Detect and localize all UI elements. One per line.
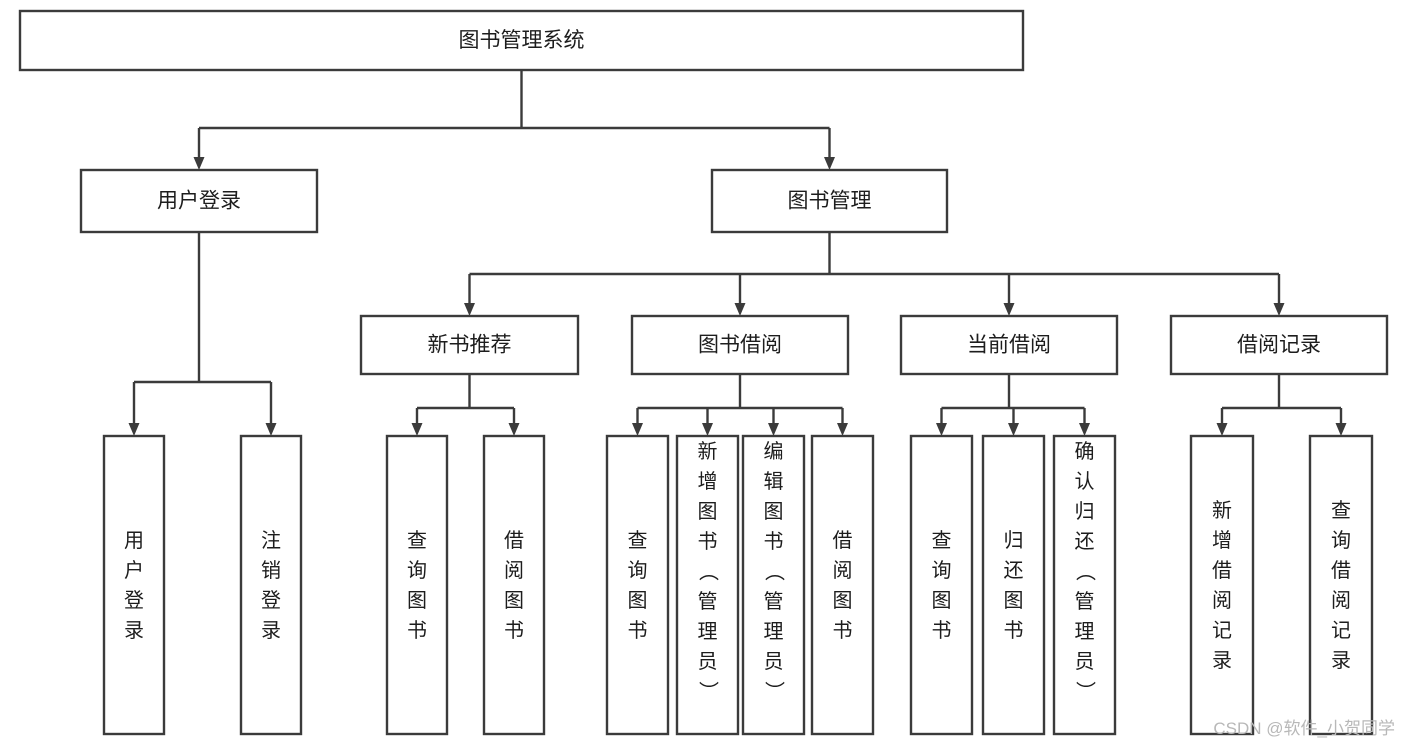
node-box-new-book-recommend[interactable] [359, 314, 580, 376]
nodes-layer: 图书管理系统用户登录图书管理新书推荐图书借阅当前借阅借阅记录用户登录注销登录查询… [18, 9, 1389, 736]
node-box-leaf-borrow-book-recommend[interactable] [482, 434, 546, 736]
node-current-borrow[interactable]: 当前借阅 [899, 314, 1119, 376]
node-label-leaf-query-book-recommend: 查询图书 [407, 529, 427, 642]
node-leaf-query-book-current[interactable]: 查询图书 [909, 434, 974, 736]
node-leaf-query-book-borrow[interactable]: 查询图书 [605, 434, 670, 736]
arrow-head-icon [1335, 423, 1347, 436]
connectors-layer [128, 70, 1347, 436]
arrow-head-icon [702, 423, 713, 436]
node-new-book-recommend[interactable]: 新书推荐 [359, 314, 580, 376]
arrow-head-icon [265, 423, 277, 436]
arrow-head-icon [734, 303, 746, 316]
node-box-root[interactable] [18, 9, 1025, 72]
node-leaf-query-book-recommend[interactable]: 查询图书 [385, 434, 449, 736]
arrow-head-icon [508, 423, 520, 436]
node-label-book-management: 图书管理 [788, 190, 872, 213]
node-user-login[interactable]: 用户登录 [79, 168, 319, 234]
node-book-management[interactable]: 图书管理 [710, 168, 949, 234]
csdn-watermark: CSDN @软件_小贺同学 [1213, 719, 1395, 738]
node-label-leaf-add-borrow-record: 新增借阅记录 [1212, 499, 1232, 672]
node-leaf-borrow-book-borrow[interactable]: 借阅图书 [810, 434, 875, 736]
arrow-head-icon [193, 157, 205, 170]
node-box-leaf-query-book-recommend[interactable] [385, 434, 449, 736]
node-box-borrow-record[interactable] [1169, 314, 1389, 376]
node-label-new-book-recommend: 新书推荐 [428, 334, 512, 357]
node-label-book-borrow: 图书借阅 [698, 334, 782, 357]
node-book-borrow[interactable]: 图书借阅 [630, 314, 850, 376]
node-leaf-logout[interactable]: 注销登录 [239, 434, 303, 736]
node-leaf-add-book-admin[interactable]: 新增图书（管理员） [675, 434, 740, 736]
arrow-head-icon [837, 423, 848, 436]
node-leaf-add-borrow-record[interactable]: 新增借阅记录 [1189, 434, 1255, 736]
node-box-leaf-query-borrow-record[interactable] [1308, 434, 1374, 736]
node-borrow-record[interactable]: 借阅记录 [1169, 314, 1389, 376]
node-label-leaf-query-book-current: 查询图书 [932, 529, 952, 642]
node-label-leaf-user-login: 用户登录 [124, 530, 144, 642]
node-label-leaf-query-borrow-record: 查询借阅记录 [1331, 499, 1351, 672]
node-leaf-query-borrow-record[interactable]: 查询借阅记录 [1308, 434, 1374, 736]
node-label-leaf-confirm-return-admin: 确认归还（管理员） [1075, 440, 1096, 703]
arrow-head-icon [1216, 423, 1228, 436]
node-box-book-management[interactable] [710, 168, 949, 234]
node-label-leaf-logout: 注销登录 [261, 529, 281, 642]
node-box-leaf-query-book-borrow[interactable] [605, 434, 670, 736]
node-box-leaf-add-book-admin[interactable] [675, 434, 740, 736]
node-leaf-user-login[interactable]: 用户登录 [102, 434, 166, 736]
arrow-head-icon [1003, 303, 1015, 316]
node-leaf-return-book[interactable]: 归还图书 [981, 434, 1046, 736]
node-label-leaf-borrow-book-borrow: 借阅图书 [833, 529, 853, 642]
arrow-head-icon [128, 423, 140, 436]
node-box-leaf-return-book[interactable] [981, 434, 1046, 736]
node-box-leaf-edit-book-admin[interactable] [741, 434, 806, 736]
node-label-leaf-borrow-book-recommend: 借阅图书 [504, 529, 524, 642]
node-box-leaf-logout[interactable] [239, 434, 303, 736]
node-label-user-login: 用户登录 [157, 190, 241, 213]
node-root[interactable]: 图书管理系统 [18, 9, 1025, 72]
node-box-user-login[interactable] [79, 168, 319, 234]
node-leaf-borrow-book-recommend[interactable]: 借阅图书 [482, 434, 546, 736]
node-label-current-borrow: 当前借阅 [967, 334, 1051, 357]
node-label-leaf-add-book-admin: 新增图书（管理员） [698, 440, 719, 703]
node-leaf-confirm-return-admin[interactable]: 确认归还（管理员） [1052, 434, 1117, 736]
arrow-head-icon [632, 423, 643, 436]
arrow-head-icon [464, 303, 475, 316]
node-label-borrow-record: 借阅记录 [1237, 334, 1321, 357]
node-box-leaf-query-book-current[interactable] [909, 434, 974, 736]
node-label-leaf-edit-book-admin: 编辑图书（管理员） [764, 440, 785, 703]
node-leaf-edit-book-admin[interactable]: 编辑图书（管理员） [741, 434, 806, 736]
node-label-leaf-query-book-borrow: 查询图书 [628, 529, 648, 642]
arrow-head-icon [768, 423, 779, 436]
arrow-head-icon [411, 423, 423, 436]
arrow-head-icon [936, 423, 947, 436]
node-label-leaf-return-book: 归还图书 [1004, 529, 1024, 642]
node-box-leaf-user-login[interactable] [102, 434, 166, 736]
arrow-head-icon [1008, 423, 1019, 436]
node-box-book-borrow[interactable] [630, 314, 850, 376]
arrow-head-icon [824, 157, 835, 170]
node-label-root: 图书管理系统 [459, 29, 585, 52]
node-box-leaf-add-borrow-record[interactable] [1189, 434, 1255, 736]
arrow-head-icon [1273, 303, 1285, 316]
arrow-head-icon [1079, 423, 1090, 436]
node-box-leaf-borrow-book-borrow[interactable] [810, 434, 875, 736]
node-box-current-borrow[interactable] [899, 314, 1119, 376]
node-box-leaf-confirm-return-admin[interactable] [1052, 434, 1117, 736]
